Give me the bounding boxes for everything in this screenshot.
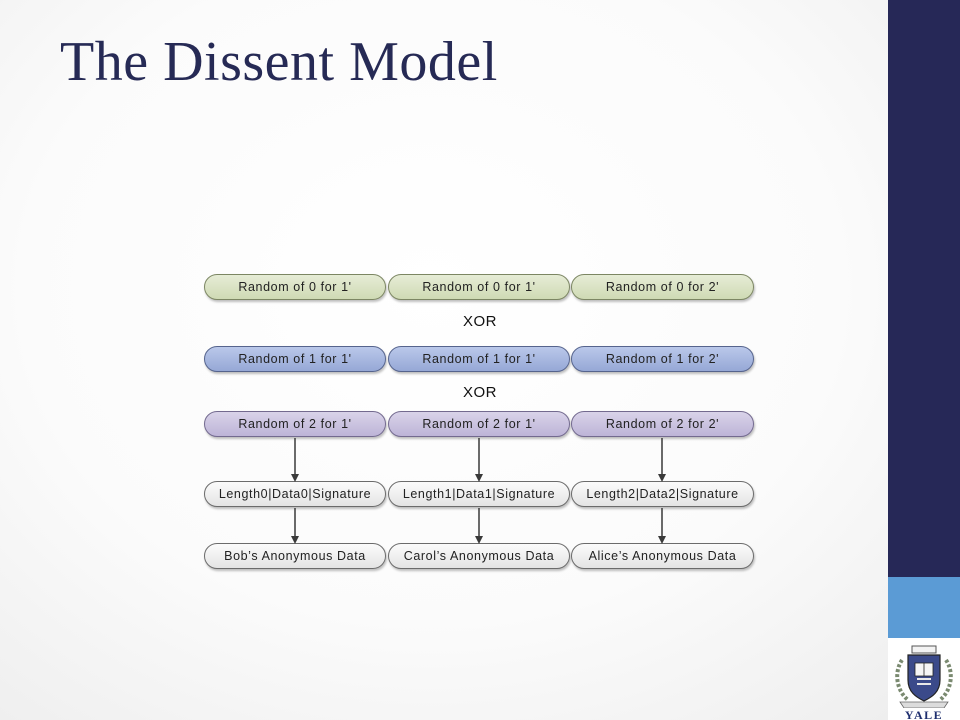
cell-random-0-2: Random of 0 for 1' <box>388 274 570 300</box>
cell-random-2-2: Random of 2 for 1' <box>388 411 570 437</box>
cell-message-2: Length2|Data2|Signature <box>571 481 754 507</box>
cell-random-1-1: Random of 1 for 1' <box>204 346 386 372</box>
cell-random-0-3: Random of 0 for 2' <box>571 274 754 300</box>
cell-random-1-3: Random of 1 for 2' <box>571 346 754 372</box>
logo-wordmark: YALE <box>905 708 943 720</box>
yale-shield-icon: YALE <box>894 645 954 720</box>
slide-title: The Dissent Model <box>60 31 498 93</box>
cell-anon-alice: Alice’s Anonymous Data <box>571 543 754 569</box>
cell-anon-carol: Carol’s Anonymous Data <box>388 543 570 569</box>
xor-operator-2: XOR <box>462 384 497 401</box>
cell-random-1-2: Random of 1 for 1' <box>388 346 570 372</box>
cell-message-0: Length0|Data0|Signature <box>204 481 386 507</box>
cell-random-0-1: Random of 0 for 1' <box>204 274 386 300</box>
cell-random-2-1: Random of 2 for 1' <box>204 411 386 437</box>
cell-random-2-3: Random of 2 for 2' <box>571 411 754 437</box>
sidebar-navy-band <box>888 0 960 577</box>
xor-operator-1: XOR <box>462 313 497 330</box>
sidebar-blue-band <box>888 577 960 638</box>
